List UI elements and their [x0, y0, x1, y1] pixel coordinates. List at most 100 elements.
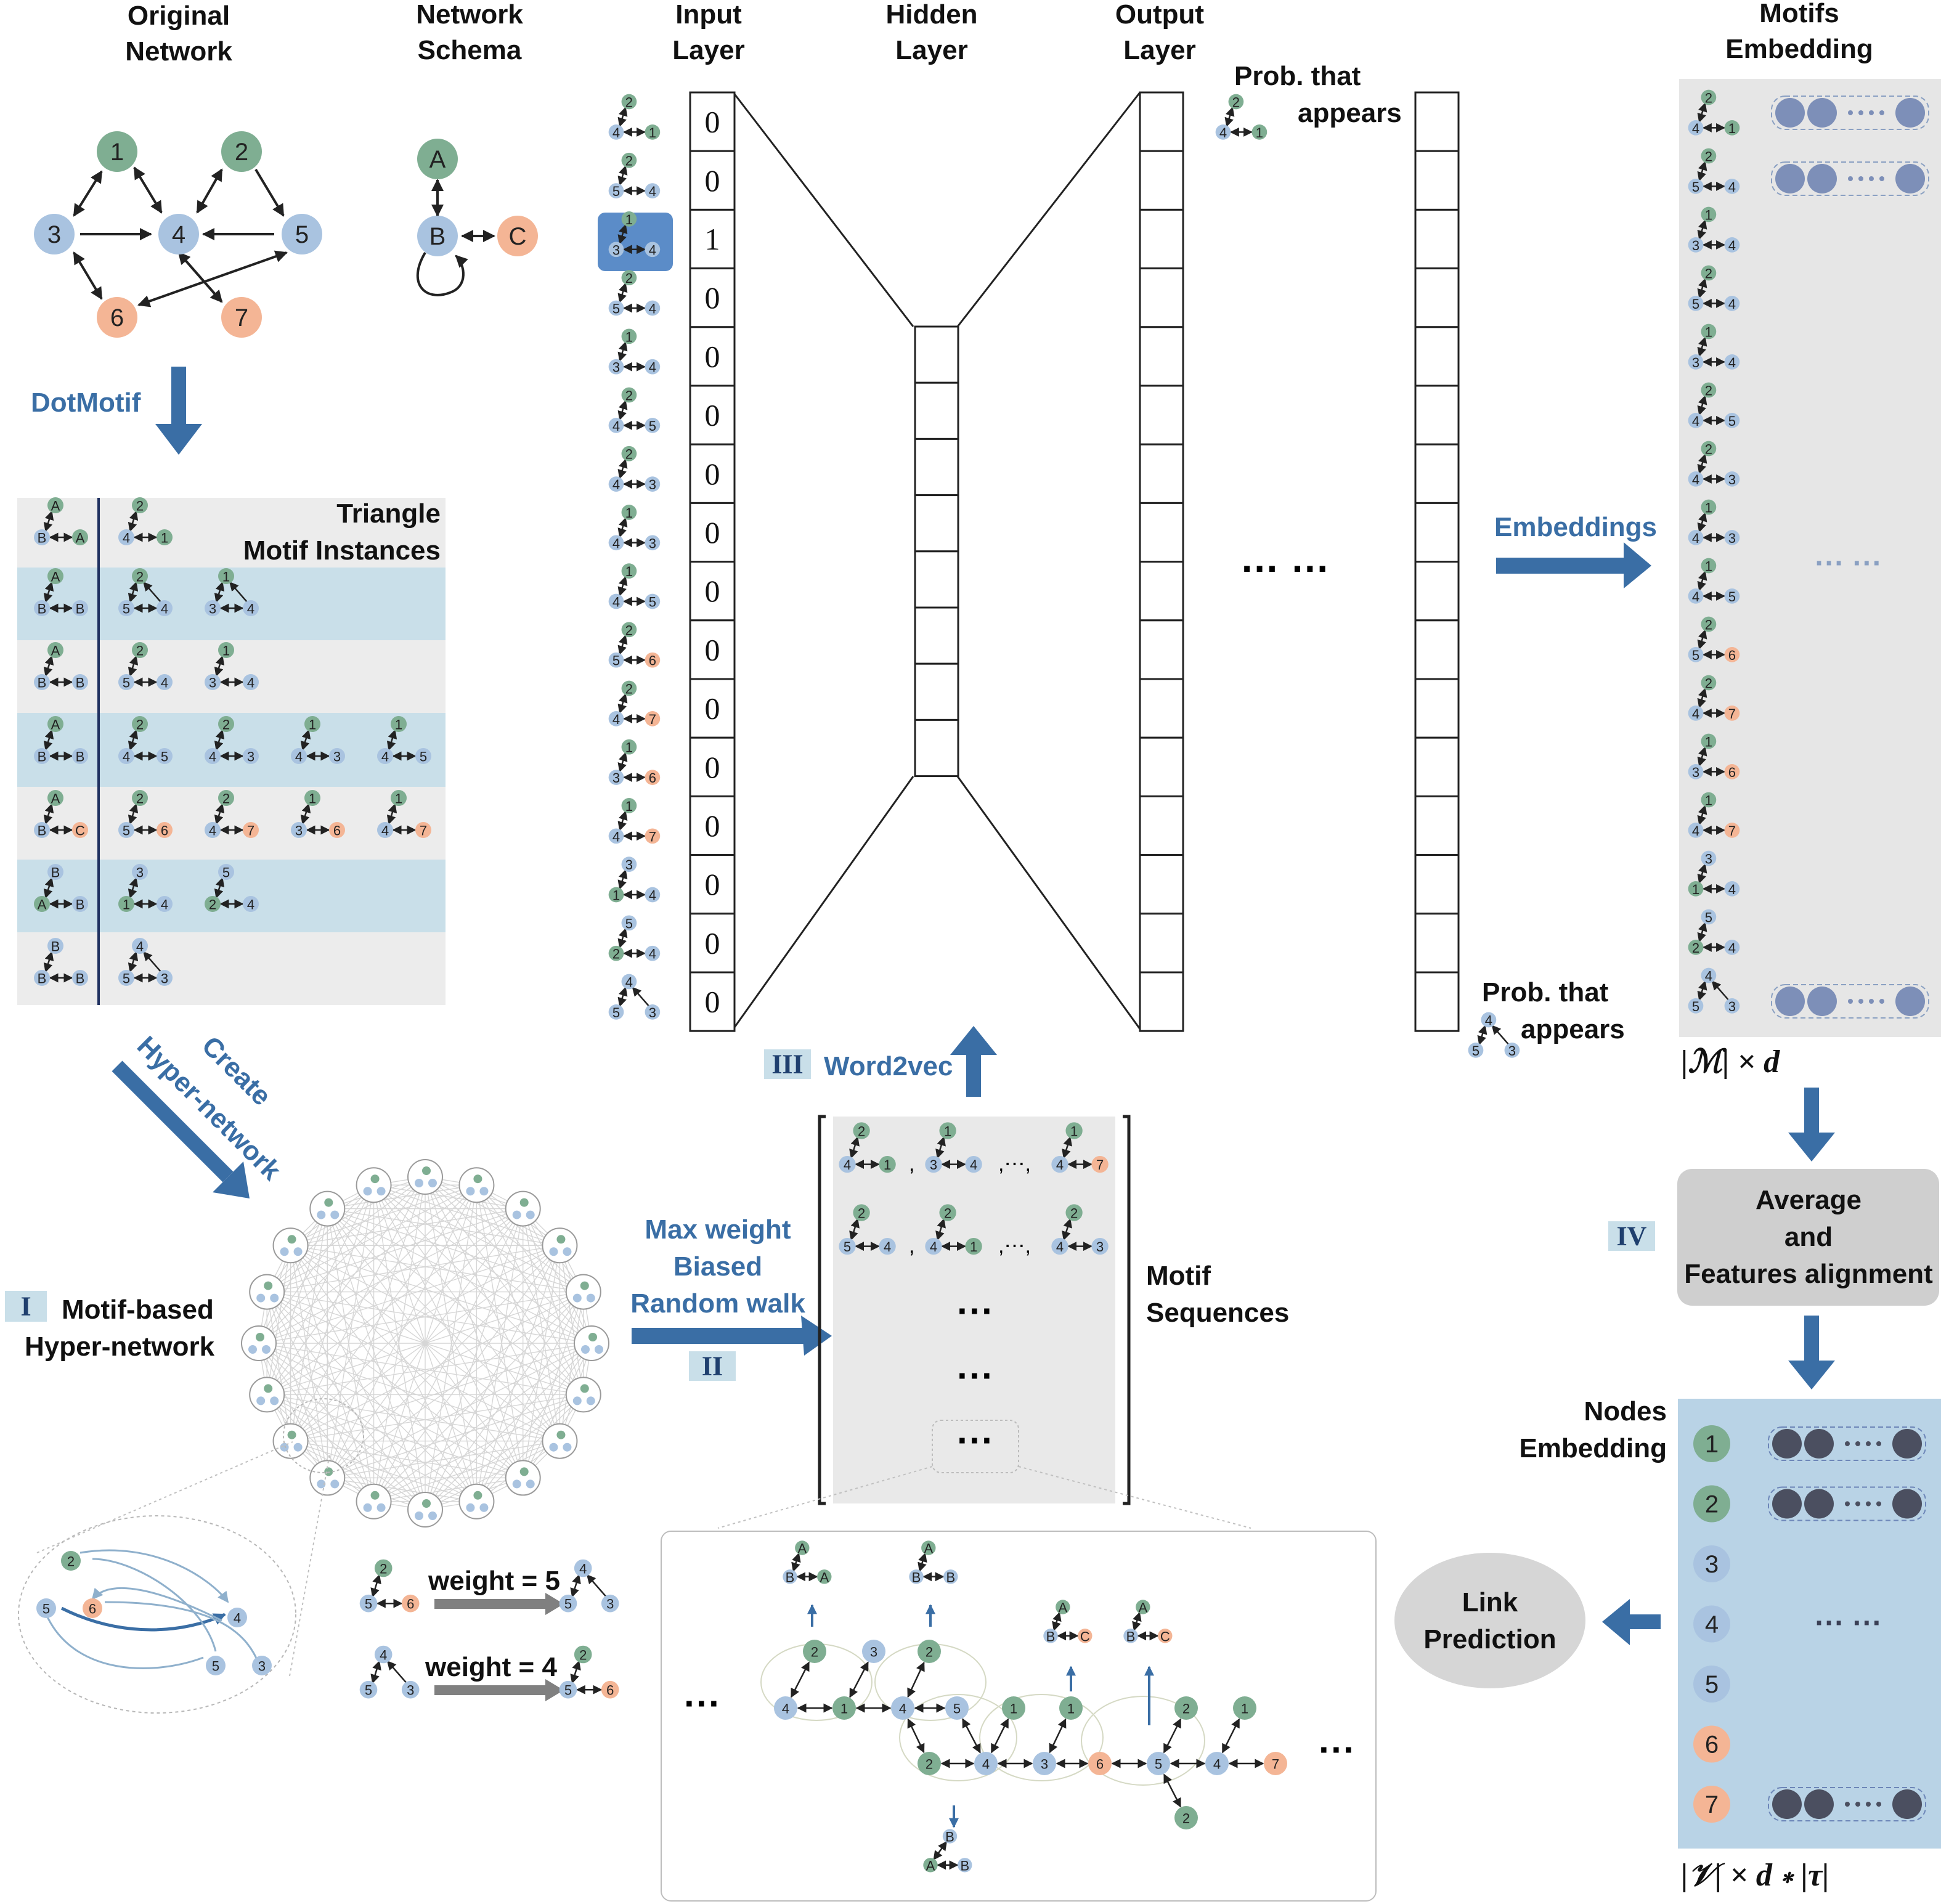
- header-line: Output: [1115, 0, 1205, 30]
- node-label: 2: [136, 717, 144, 733]
- output-cell: [1139, 326, 1184, 387]
- node-label: 4: [625, 975, 633, 990]
- node-label: 2: [1705, 383, 1712, 399]
- node-C: C: [1078, 1629, 1093, 1644]
- output-cell: [1139, 384, 1184, 445]
- node-5: 5: [118, 600, 134, 617]
- node-4: 4: [645, 242, 661, 258]
- node-4: 4: [574, 1559, 592, 1577]
- node-5: 5: [1688, 998, 1704, 1014]
- node-4: 4: [377, 748, 393, 765]
- input-cell: 0: [689, 561, 736, 622]
- node-7: 7: [243, 822, 259, 839]
- node-label: 3: [1041, 1757, 1048, 1772]
- node-2: 2: [1701, 382, 1717, 399]
- output-cell: [1139, 678, 1184, 739]
- node-label: 4: [782, 1701, 789, 1717]
- input-cell: 0: [689, 384, 736, 445]
- node-1: 1: [939, 1122, 956, 1139]
- node-label: 5: [564, 1683, 572, 1698]
- node-label: A: [926, 1858, 935, 1873]
- node-label: 5: [625, 916, 633, 931]
- node-2: 2: [132, 497, 148, 514]
- sequence-ellipsis: ···: [957, 1420, 994, 1461]
- node-label: C: [1080, 1629, 1090, 1644]
- output-layer-second: [1414, 91, 1460, 1032]
- node-4: 4: [608, 535, 624, 551]
- hyper-node: [505, 1190, 541, 1227]
- node-6: 6: [645, 652, 661, 669]
- walk-ellipsis-right: ···: [1319, 1729, 1356, 1770]
- link-prediction-group: Link Prediction: [1394, 1553, 1661, 1688]
- node-label: 4: [1705, 969, 1712, 984]
- node-label: 2: [858, 1124, 865, 1139]
- node-4: 4: [132, 938, 148, 954]
- hidden-cell: [914, 718, 959, 778]
- node-3: 3: [291, 822, 307, 839]
- node-label: 2: [625, 271, 633, 286]
- input-cell: 0: [689, 795, 736, 856]
- node-1: 1: [645, 124, 661, 140]
- node-5: 5: [415, 748, 431, 765]
- down-arrow-2: [1788, 1316, 1835, 1389]
- average-line: and: [1784, 1222, 1833, 1252]
- node-1: 1: [1701, 733, 1717, 750]
- node-label: 4: [899, 1701, 906, 1717]
- node-label: 1: [1256, 125, 1263, 140]
- node-5: 5: [118, 822, 134, 839]
- node-1: 1: [832, 1696, 856, 1720]
- node-label: 2: [1232, 95, 1240, 110]
- motif-sequences-line: Motif: [1146, 1261, 1211, 1291]
- node-label: 2: [380, 1561, 387, 1577]
- sequence-separator: ,⋯,: [998, 1152, 1031, 1176]
- output-cell: [1139, 502, 1184, 563]
- node-label: 4: [123, 749, 130, 765]
- node-label: 3: [1692, 238, 1699, 253]
- node-label: 2: [1692, 940, 1699, 956]
- walk-ellipsis-left: ···: [684, 1683, 721, 1724]
- node-label: 1: [1241, 1701, 1248, 1717]
- node-2: 2: [621, 622, 637, 638]
- node-B: B: [72, 896, 88, 913]
- node-label: 1: [649, 125, 656, 140]
- output-cell: [1139, 971, 1184, 1032]
- node-label: A: [51, 498, 60, 514]
- node-5: 5: [608, 183, 624, 199]
- node-label: 4: [1213, 1757, 1221, 1772]
- input-cell: 0: [689, 326, 736, 387]
- node-label: 1: [1705, 500, 1712, 516]
- node-label: 2: [625, 95, 633, 110]
- node-5: 5: [118, 970, 134, 987]
- node-7: 7: [645, 711, 661, 727]
- node-1: 1: [391, 716, 407, 733]
- node-label: 4: [1692, 706, 1699, 722]
- node-7: 7: [645, 828, 661, 844]
- node-C: C: [72, 822, 88, 839]
- node-6: 6: [1724, 764, 1740, 780]
- input-cell-value: 0: [705, 808, 720, 843]
- node-label: 2: [625, 447, 633, 462]
- random-walk-line: Biased: [673, 1251, 762, 1282]
- node-label: 7: [247, 823, 254, 839]
- input-cell-value: 0: [705, 632, 720, 667]
- hyper-node: [565, 1274, 601, 1310]
- node-1: 1: [97, 131, 137, 172]
